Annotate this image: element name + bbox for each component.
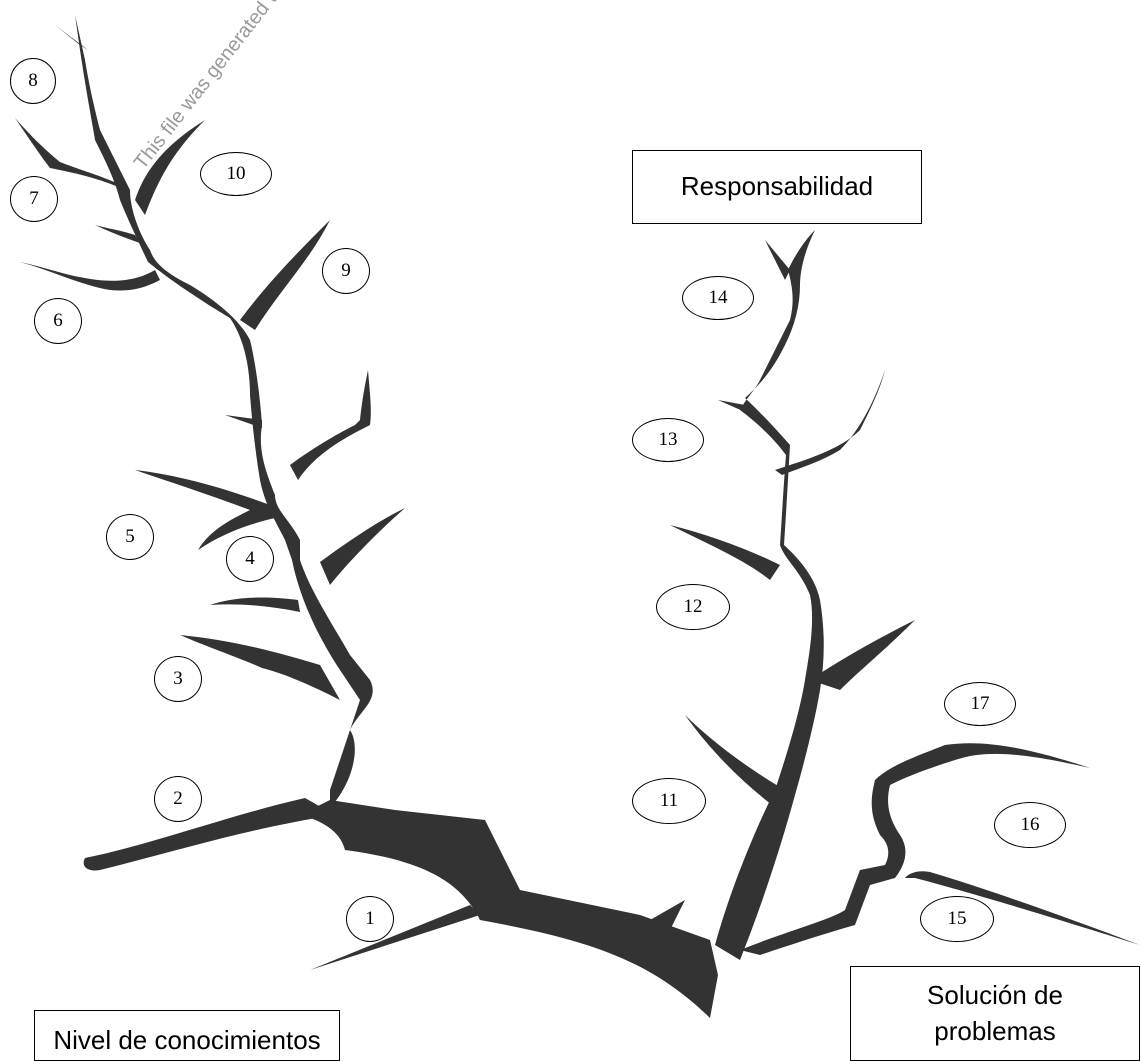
label-8: 8	[10, 58, 56, 104]
branch-15	[905, 871, 1140, 945]
branch-12	[670, 525, 780, 580]
branch-1	[310, 905, 480, 970]
label-11: 11	[632, 778, 706, 824]
branch-2	[83, 798, 335, 871]
branch-6	[20, 262, 160, 291]
label-4: 4	[226, 536, 274, 582]
branch-5	[135, 470, 275, 550]
solucion-line-1: Solución de	[927, 980, 1063, 1011]
branch-8	[55, 25, 88, 50]
label-15: 15	[920, 896, 994, 942]
label-12: 12	[656, 584, 730, 630]
solucion-line-2: problemas	[934, 1015, 1056, 1046]
tree-trunk	[300, 800, 718, 1018]
branch-11	[685, 715, 785, 805]
label-14: 14	[682, 276, 754, 320]
branch-upper-right	[290, 370, 371, 480]
responsabilidad-box: Responsabilidad	[632, 150, 922, 224]
branch-12-right	[810, 620, 915, 690]
branch-14	[765, 240, 790, 280]
branch-7-small	[95, 225, 140, 243]
label-13: 13	[632, 418, 704, 462]
right-main-stem	[715, 230, 824, 960]
branch-small-trunk	[650, 900, 685, 930]
label-1: 1	[346, 896, 394, 942]
label-6: 6	[34, 298, 82, 344]
label-17: 17	[944, 682, 1016, 726]
branch-13-right	[775, 370, 885, 475]
branch-4	[210, 597, 300, 612]
branch-10	[135, 120, 205, 215]
label-10: 10	[200, 152, 272, 196]
label-9: 9	[322, 248, 370, 294]
label-16: 16	[994, 802, 1066, 848]
branch-small-spike	[225, 415, 262, 428]
label-7: 7	[10, 176, 58, 222]
solucion-problemas-box: Solución de problemas	[850, 966, 1140, 1061]
branch-4-right	[320, 508, 405, 585]
branch-9	[240, 220, 330, 330]
label-5: 5	[106, 514, 154, 560]
branch-3	[180, 635, 340, 700]
branch-13-left	[718, 400, 745, 412]
nivel-conocimientos-box: Nivel de conocimientos	[34, 1010, 340, 1061]
label-3: 3	[154, 656, 202, 702]
label-2: 2	[154, 776, 202, 822]
